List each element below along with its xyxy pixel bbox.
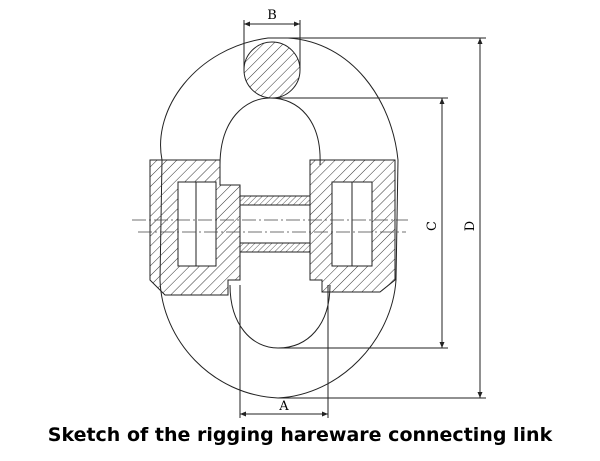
dimension-d: D [278,37,486,399]
label-b: B [267,8,277,23]
right-half-section [309,159,396,293]
connecting-link-sketch: B C D A [132,8,486,418]
figure-caption: Sketch of the rigging hareware connectin… [47,424,553,446]
dimension-b: B [243,8,301,70]
label-d: D [463,221,478,231]
dimension-c: C [270,97,448,349]
top-section [243,41,301,99]
center-lines [132,219,408,233]
left-half-section [149,159,241,296]
center-pin [239,195,311,253]
label-a: A [278,399,289,414]
label-c: C [425,221,440,231]
dimension-a: A [239,285,329,418]
